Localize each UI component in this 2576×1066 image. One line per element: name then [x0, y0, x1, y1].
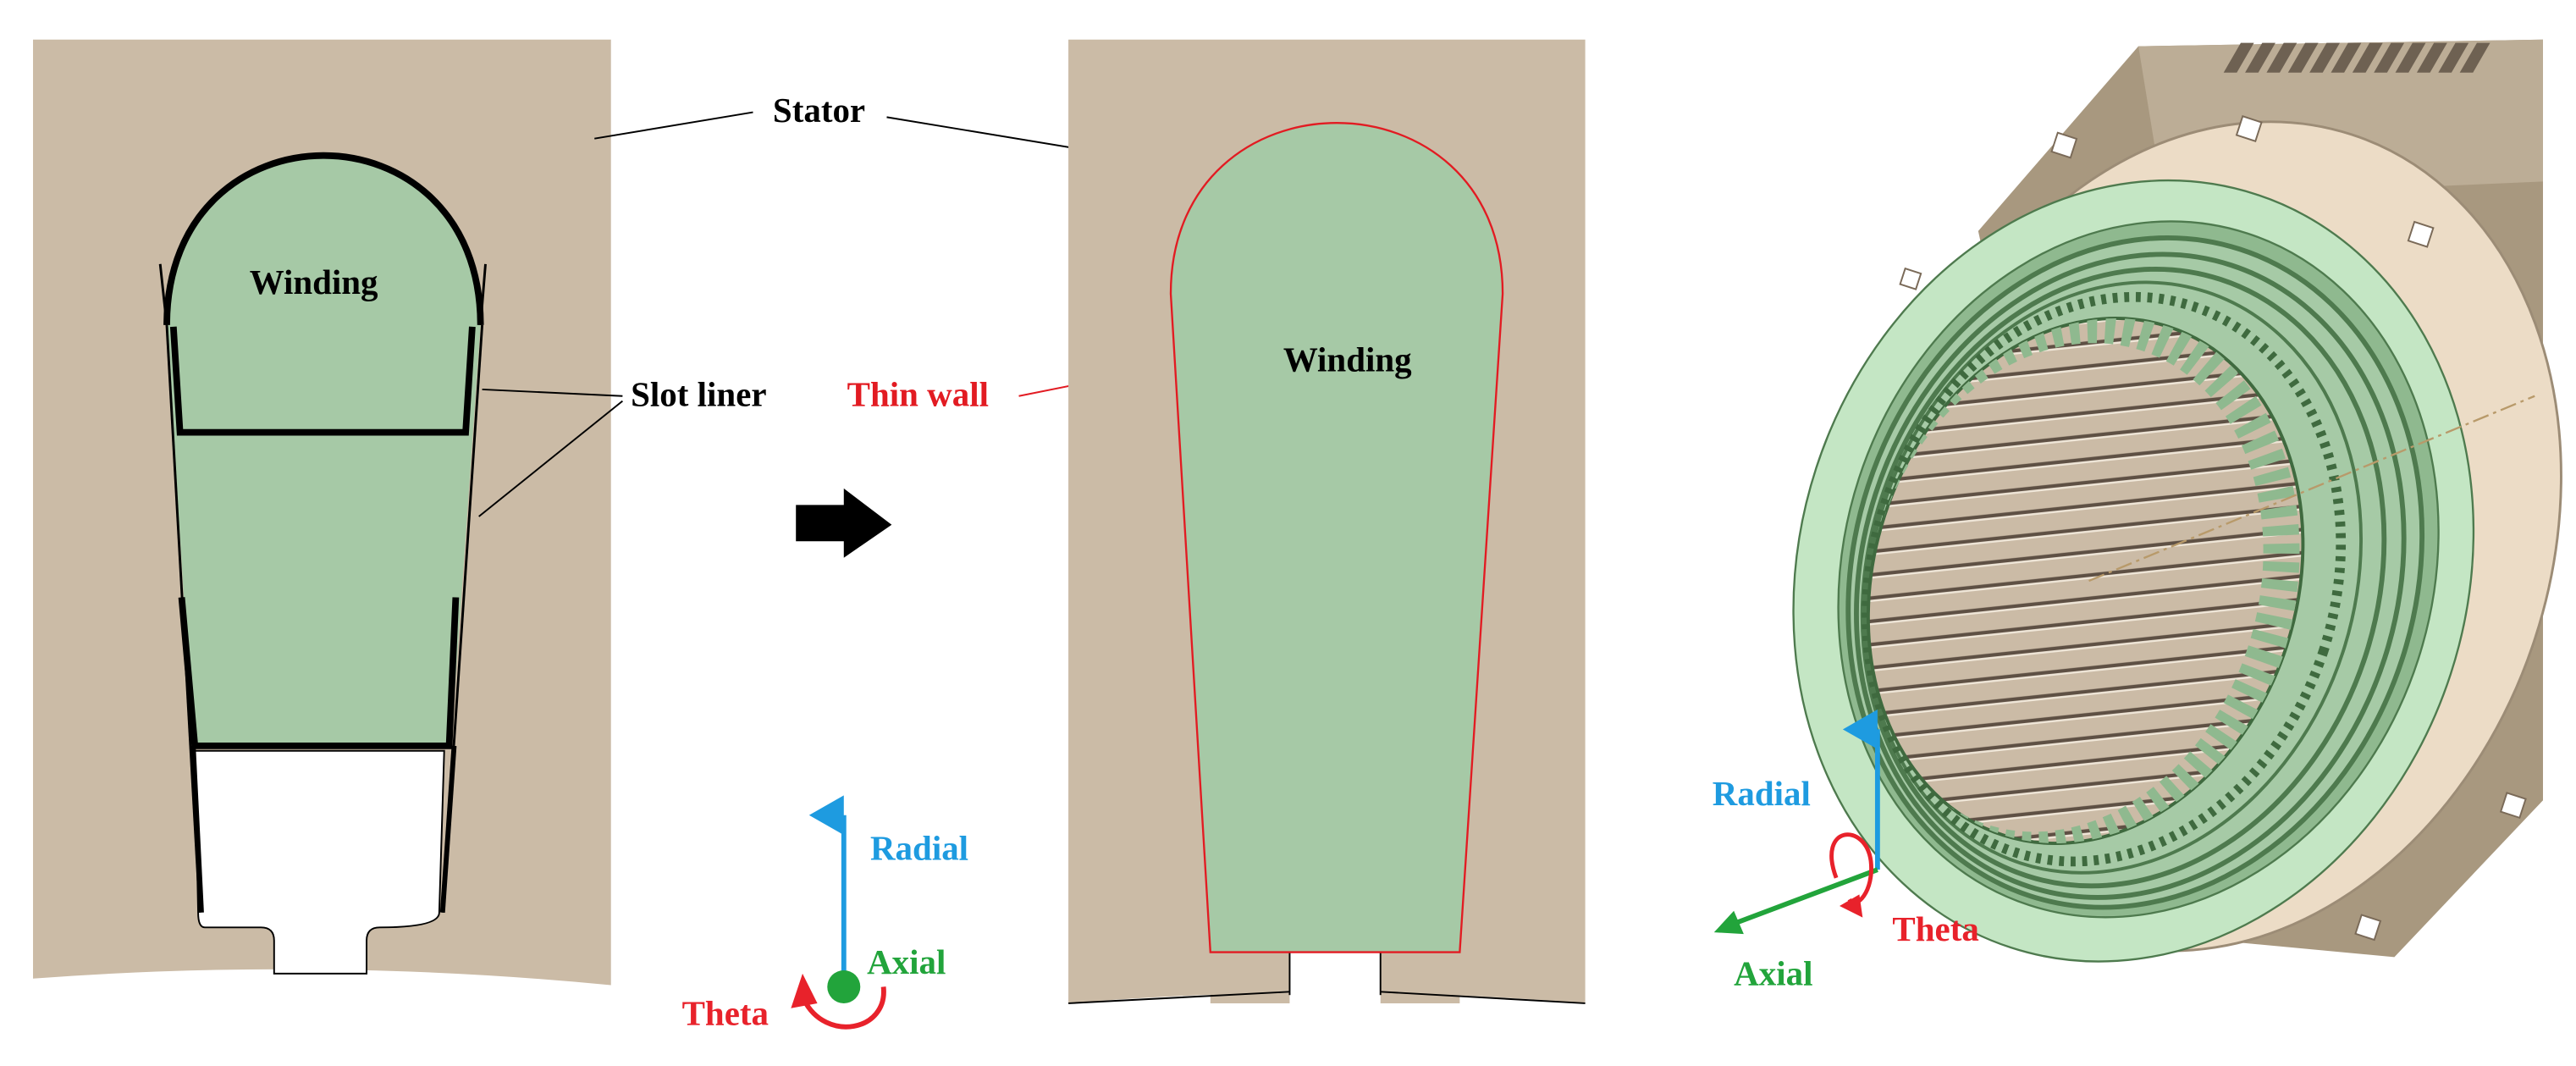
winding-label-left: Winding [250, 263, 378, 301]
stator-3d-top-slots [2223, 42, 2491, 73]
thin-wall-label: Thin wall [847, 375, 989, 413]
left-slot-panel: Winding [33, 39, 611, 986]
slot-opening-middle [1210, 952, 1460, 1003]
transform-arrow [796, 488, 892, 558]
slot-liner-label: Slot liner [631, 375, 766, 413]
theta-arrow-2d [802, 986, 886, 1030]
stator-3d-view [1792, 39, 2562, 963]
stator-3d-centerline [2088, 395, 2535, 583]
axial-label-3d: Axial [1734, 955, 1812, 993]
winding-left [167, 155, 481, 748]
stator-label: Stator [773, 91, 865, 130]
axial-dot-2d [827, 969, 861, 1003]
radial-label-3d: Radial [1713, 775, 1811, 813]
slot-opening-left [194, 749, 445, 975]
axes-3d: Radial Axial Theta [1713, 710, 1979, 993]
theta-arrow-3d [1829, 832, 1873, 905]
axial-arrow-3d [1736, 867, 1878, 925]
theta-label-3d: Theta [1892, 910, 1978, 948]
theta-label-2d: Theta [682, 994, 769, 1032]
winding-label-middle: Winding [1283, 341, 1412, 379]
middle-slot-panel: Winding [1068, 39, 1586, 1010]
annotations: Stator Slot liner Thin wall [478, 91, 1177, 558]
slot-liner-segments [165, 324, 484, 913]
axial-label-2d: Axial [867, 943, 946, 981]
slot-liner-arch [163, 152, 484, 325]
radial-label-2d: Radial [870, 829, 968, 867]
winding-middle [1169, 122, 1504, 953]
axes-2d: Radial Axial Theta [682, 795, 968, 1032]
slot-gap-middle [1289, 952, 1381, 1010]
